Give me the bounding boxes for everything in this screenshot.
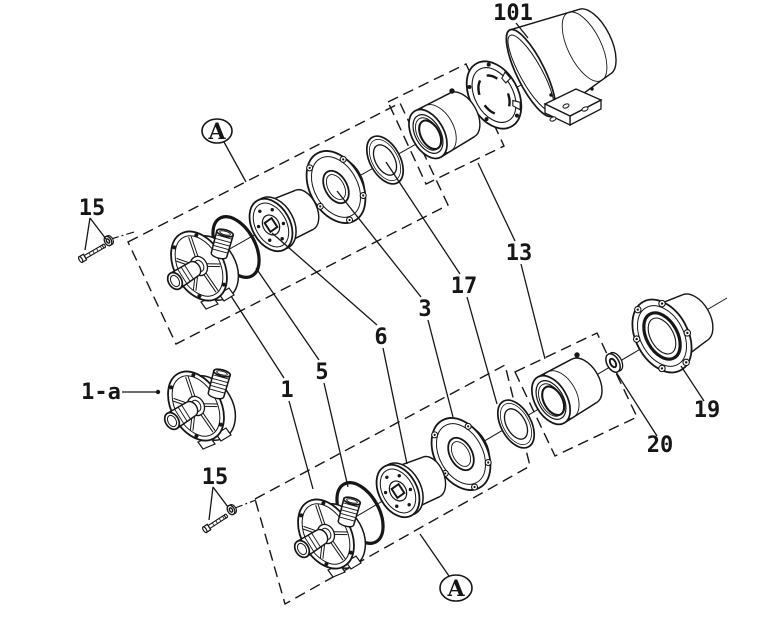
bolt-alignment-lines — [110, 231, 257, 509]
assembly-a-box-bottom — [254, 363, 531, 606]
part-label-17: 17 — [451, 274, 478, 299]
rear-casing-3-bottom — [430, 417, 492, 491]
motor-101 — [505, 8, 617, 127]
rear-casing-3-top — [305, 150, 367, 224]
capsule-box-bottom — [514, 332, 638, 457]
bolt-15-top — [77, 243, 106, 264]
part-label-15-top: 15 — [79, 196, 106, 221]
impeller-6-bottom — [375, 455, 447, 519]
part-label-3: 3 — [418, 297, 431, 322]
part-label-20: 20 — [647, 433, 674, 458]
dashed-group-boxes — [127, 63, 638, 606]
front-casing-1a — [163, 368, 237, 450]
washer-15-bottom — [226, 503, 237, 516]
part-label-6: 6 — [374, 325, 387, 350]
parts — [77, 8, 714, 578]
part-label-101: 101 — [493, 1, 533, 26]
section-marker-label: A — [207, 119, 226, 145]
part-label-1: 1 — [280, 378, 293, 403]
part-labels: 101 15 15 6 3 17 13 1-a 15 19 20 — [79, 1, 721, 490]
capsule-box-top — [387, 63, 505, 185]
leader-lines — [84, 22, 705, 577]
bolt-15-bottom — [202, 513, 228, 534]
section-marker-label: A — [446, 576, 465, 602]
part-label-5: 5 — [315, 360, 328, 385]
motor-front-bracket — [465, 60, 523, 130]
impeller-6-top — [248, 188, 320, 253]
magnet-capsule-13-bottom — [530, 352, 603, 426]
part-label-19: 19 — [694, 398, 721, 423]
part-label-13: 13 — [506, 241, 533, 266]
section-marker-a-top: A — [201, 118, 233, 145]
assembly-a-box-top — [127, 102, 449, 345]
section-marker-a-bottom: A — [439, 574, 473, 602]
bracket-19 — [631, 293, 714, 374]
gasket-17-bottom — [496, 399, 536, 449]
part-label-15-bottom: 15 — [202, 465, 229, 490]
pump-casing-1-top — [166, 228, 240, 310]
washer-20 — [605, 351, 624, 373]
part-label-1-a: 1-a — [81, 380, 121, 405]
magnet-capsule-13-top — [408, 88, 481, 160]
pump-casing-1-bottom — [293, 496, 367, 578]
gasket-17-top — [365, 135, 405, 185]
